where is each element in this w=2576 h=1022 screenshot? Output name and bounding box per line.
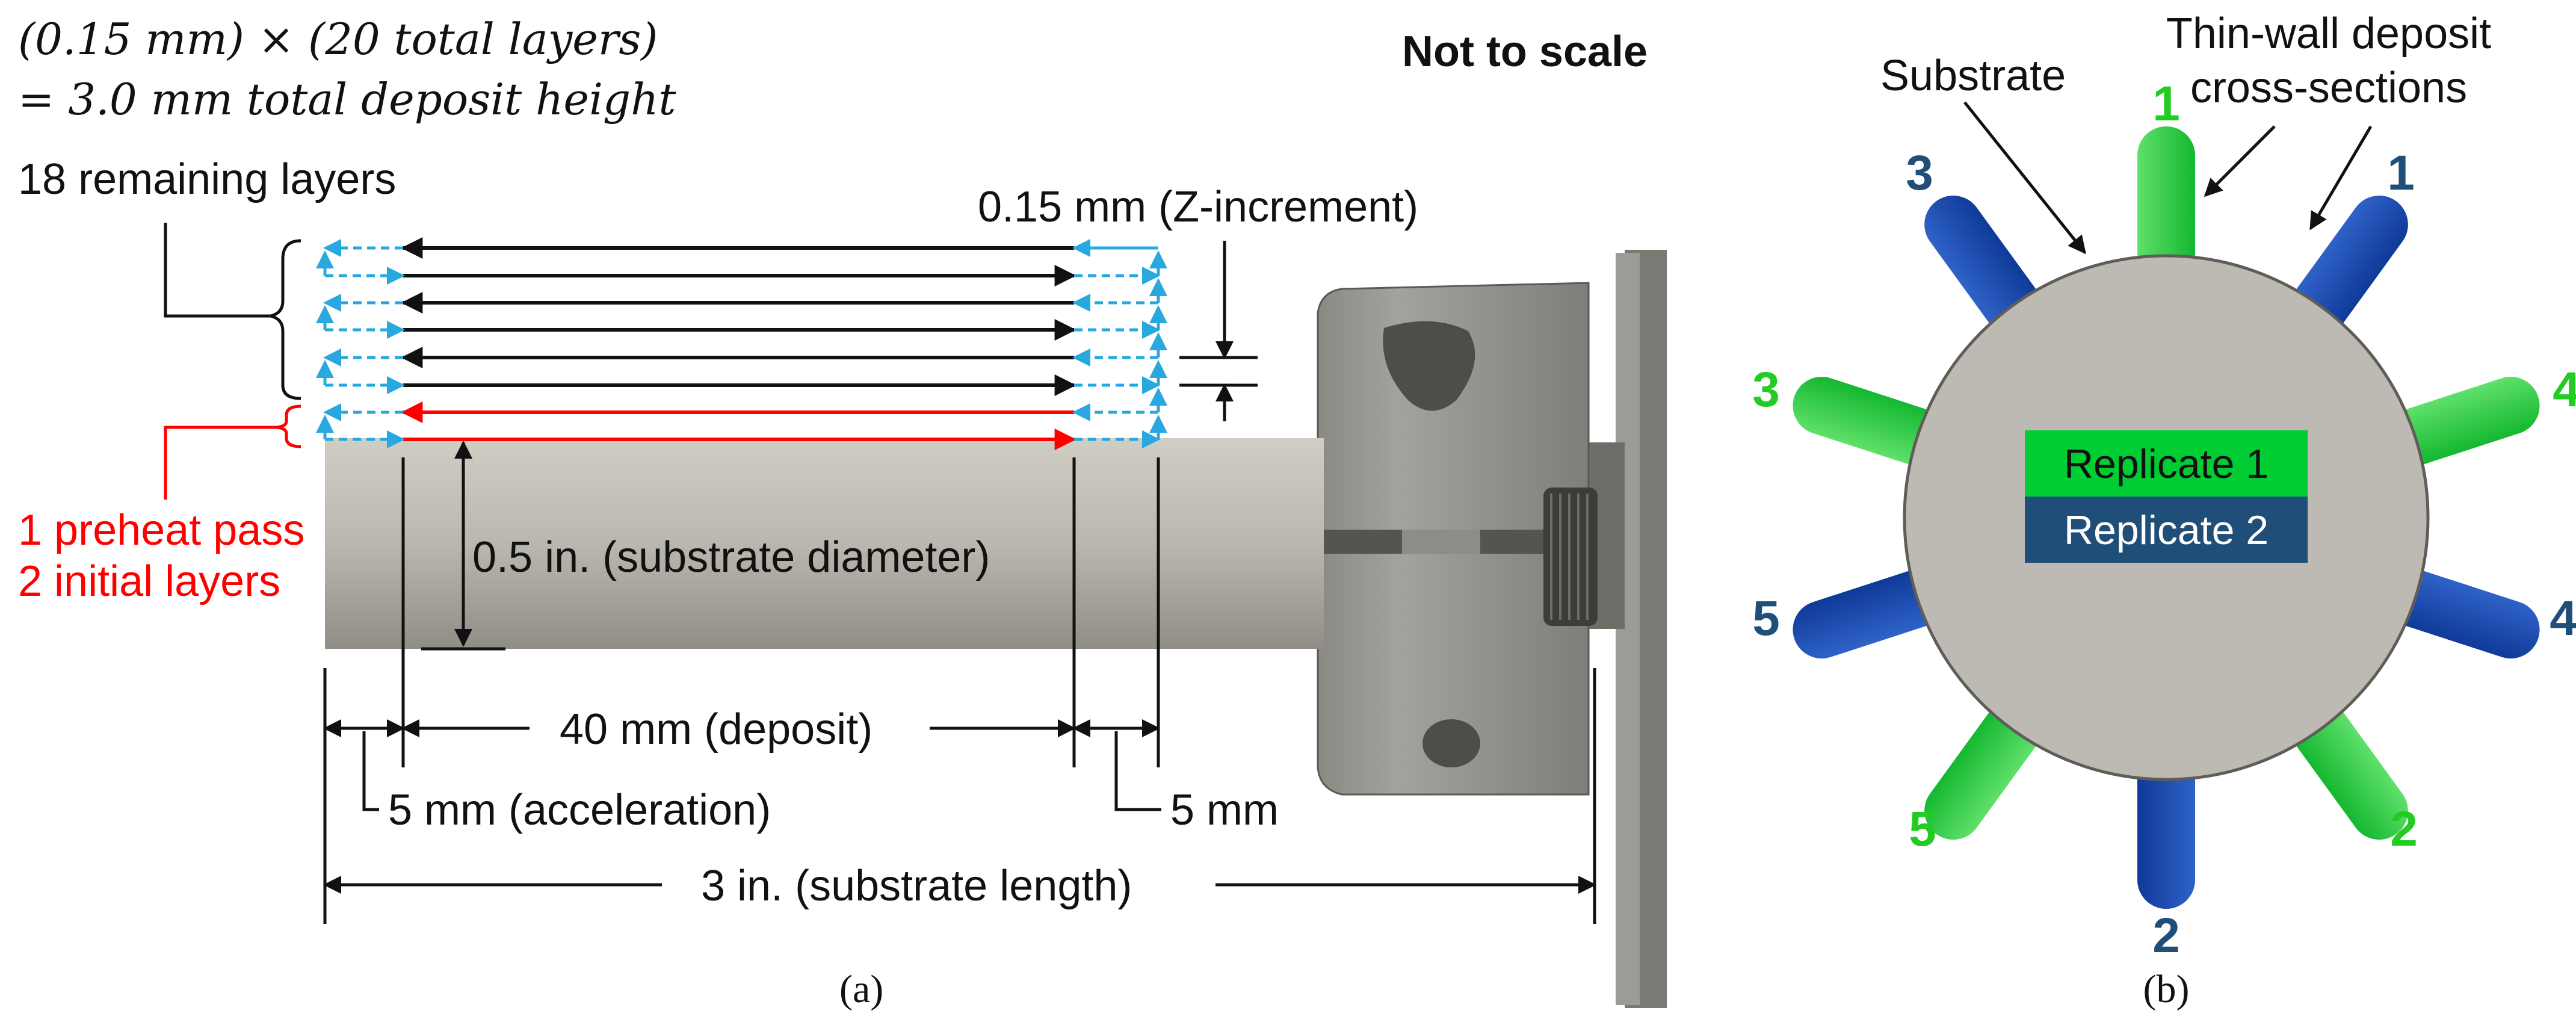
caption-a: (a)	[839, 967, 883, 1011]
blue-number-5: 5	[1752, 591, 1780, 646]
green-number-4: 4	[2553, 362, 2576, 417]
blue-number-4: 4	[2550, 591, 2576, 646]
green-number-5: 5	[1909, 802, 1936, 856]
deposit-label-line-2: cross-sections	[2190, 64, 2467, 112]
legend-replicate-1-swatch	[2025, 430, 2308, 497]
formula-line-1: (0.15 mm) × (20 total layers)	[18, 14, 658, 64]
caption-b: (b)	[2143, 967, 2190, 1011]
toolpath	[316, 237, 1167, 450]
z-increment-label: 0.15 mm (Z-increment)	[978, 183, 1418, 231]
clamp-hole-top	[1383, 321, 1475, 411]
deposit-leader-1	[2204, 125, 2276, 197]
panel-b: Replicate 1 Replicate 2 Substrate Thin-w…	[1752, 10, 2576, 1011]
blue-number-1: 1	[2387, 146, 2415, 200]
acceleration-label: 5 mm (acceleration)	[388, 786, 771, 834]
clamp-screw-shaft	[1402, 530, 1480, 554]
decel-leader	[1114, 731, 1161, 811]
blue-number-3: 3	[1906, 146, 1933, 200]
substrate-diameter-label: 0.5 in. (substrate diameter)	[472, 533, 990, 581]
legend-replicate-1: Replicate 1	[2064, 441, 2269, 487]
fixture	[1317, 250, 1667, 1008]
legend-replicate-2: Replicate 2	[2064, 507, 2269, 553]
remaining-layers-label: 18 remaining layers	[18, 155, 396, 203]
substrate-length-label: 3 in. (substrate length)	[701, 862, 1132, 910]
legend-replicate-2-swatch	[2025, 497, 2308, 563]
remaining-layers-bracket	[164, 223, 301, 400]
diameter-dimension	[421, 441, 505, 651]
deposit-length-label: 40 mm (deposit)	[560, 705, 873, 754]
panel-a: (0.15 mm) × (20 total layers) = 3.0 mm t…	[18, 14, 1667, 1011]
deposit-label-line-1: Thin-wall deposit	[2166, 10, 2491, 58]
initial-layers-label: 2 initial layers	[18, 557, 280, 605]
green-number-3: 3	[1752, 362, 1780, 417]
blue-number-2: 2	[2152, 908, 2180, 963]
decel-label: 5 mm	[1170, 786, 1279, 834]
deposit-leader-2	[2309, 125, 2373, 231]
z-increment-dimension	[1179, 241, 1258, 421]
green-number-1: 1	[2152, 76, 2180, 131]
preheat-pass-label: 1 preheat pass	[18, 506, 304, 554]
substrate-label: Substrate	[1880, 52, 2066, 100]
clamp-hole-bottom	[1422, 719, 1480, 767]
substrate-leader	[1963, 101, 2086, 255]
preheat-bracket	[164, 404, 301, 500]
green-number-2: 2	[2390, 802, 2418, 856]
not-to-scale-label: Not to scale	[1402, 28, 1648, 76]
acceleration-leader	[362, 731, 379, 811]
formula-line-2: = 3.0 mm total deposit height	[18, 74, 676, 125]
